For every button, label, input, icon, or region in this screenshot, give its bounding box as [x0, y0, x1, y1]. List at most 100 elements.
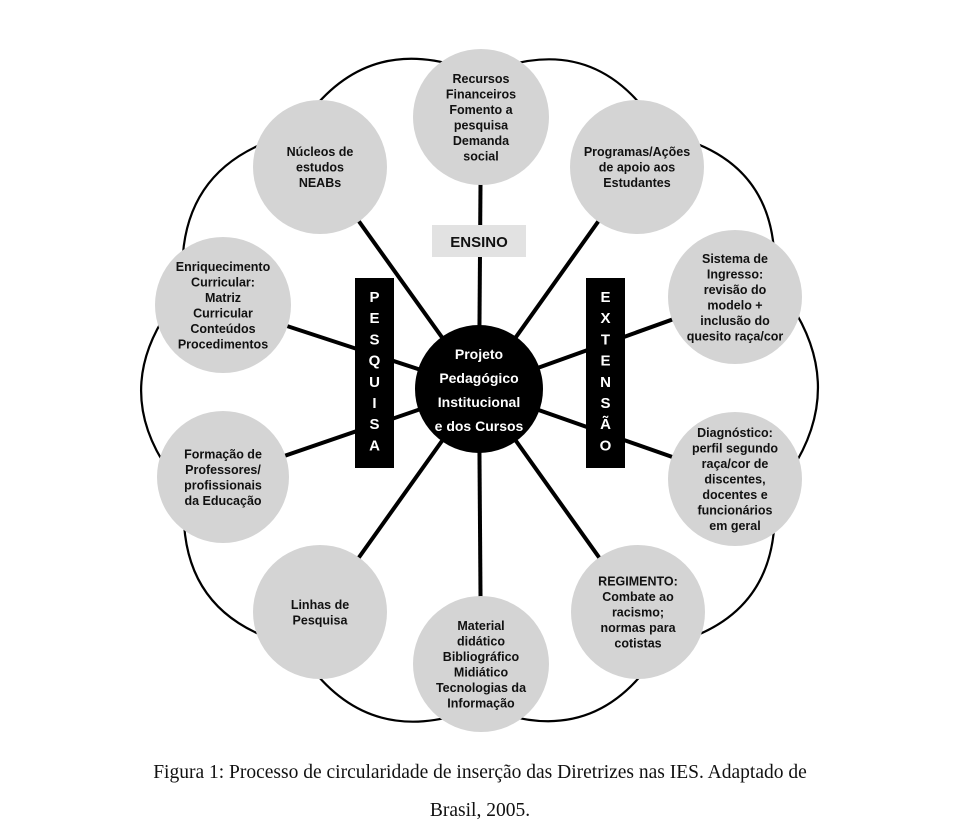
center-line-4: e dos Cursos [435, 418, 524, 434]
cycle-arrow-diagnostico-regimento [683, 515, 780, 642]
node-circle-programas [570, 100, 704, 234]
node-enriquecimento-line-5: Conteúdos [190, 322, 255, 336]
pesquisa-letter-6: I [372, 395, 376, 412]
node-regimento-line-2: Combate ao [602, 590, 674, 604]
ensino-label: ENSINO [432, 225, 526, 257]
extensao-letter-7: Ã [600, 415, 611, 433]
cycle-arrow-recursos-programas [502, 58, 649, 115]
extensao-letter-3: T [601, 331, 610, 348]
pesquisa-letter-7: S [369, 416, 379, 433]
node-recursos-line-4: pesquisa [454, 118, 509, 132]
figure-caption-line-2: Brasil, 2005. [429, 800, 531, 821]
node-material-line-1: Material [457, 619, 504, 633]
node-sistema-line-2: Ingresso: [707, 267, 763, 281]
node-material-line-6: Informação [447, 696, 515, 710]
node-formacao-line-1: Formação de [184, 447, 262, 461]
node-material-line-3: Bibliográfico [443, 650, 520, 664]
node-circle-regimento [571, 545, 705, 679]
cycle-arrow-formacao-enriquecimento [140, 310, 170, 473]
pesquisa-letter-1: P [369, 289, 379, 306]
node-enriquecimento-line-4: Curricular [193, 306, 253, 320]
pesquisa-letter-3: S [369, 331, 379, 348]
extensao-letter-5: N [600, 374, 611, 391]
node-regimento-line-4: normas para [600, 621, 676, 635]
cycle-arrow-linhas-formacao [178, 512, 275, 642]
node-regimento-line-5: cotistas [614, 637, 661, 651]
node-formacao: Formação de Professores/profissionais da E… [157, 411, 289, 543]
cycle-arrow-sistema-diagnostico [789, 302, 820, 474]
node-programas-line-3: Estudantes [603, 176, 670, 190]
node-diagnostico-line-6: funcionários [697, 504, 772, 518]
extensao-bar-bg [586, 278, 625, 468]
node-diagnostico-line-5: docentes e [702, 488, 767, 502]
center-line-3: Institucional [438, 394, 520, 410]
node-recursos-line-3: Fomento a [449, 103, 513, 117]
node-circle-sistema [668, 230, 802, 364]
node-programas-line-2: de apoio aos [599, 161, 675, 175]
cycle-arrow-programas-sistema [682, 136, 780, 261]
cycle-arrow-regimento-material [502, 664, 650, 723]
ensino-label-text: ENSINO [450, 234, 508, 251]
node-diagnostico-line-4: discentes, [704, 473, 765, 487]
node-material-line-2: didático [457, 634, 505, 648]
node-diagnostico-line-7: em geral [709, 519, 760, 533]
node-circle-formacao [157, 411, 289, 543]
node-formacao-line-2: Professores/ [185, 463, 261, 477]
ensino-label-bg [432, 225, 526, 257]
node-linhas-line-2: Pesquisa [293, 613, 349, 627]
node-sistema-line-3: revisão do [704, 283, 767, 297]
pesquisa-bar-bg [355, 278, 394, 468]
center-line-1: Projeto [455, 346, 503, 362]
node-material: MaterialdidáticoBibliográficoMidiáticoTe… [413, 596, 549, 732]
node-regimento: REGIMENTO:Combate ao racismo;normas para c… [571, 545, 705, 679]
node-nucleos-line-2: estudos [296, 161, 344, 175]
node-diagnostico-line-3: raça/cor de [702, 457, 769, 471]
cycle-arrow-material-linhas [308, 664, 460, 723]
node-nucleos-line-3: NEABs [299, 176, 341, 190]
pesquisa-letter-2: E [369, 310, 379, 327]
node-recursos-line-6: social [463, 149, 498, 163]
center-node: Projeto Pedagógico Institucional e dos C… [415, 325, 543, 453]
node-recursos-line-1: Recursos [453, 72, 510, 86]
node-enriquecimento-line-3: Matriz [205, 291, 241, 305]
extensao-letter-1: E [600, 289, 610, 306]
pesquisa-letter-5: U [369, 374, 380, 391]
node-sistema-line-4: modelo + [707, 298, 762, 312]
figure-caption-line-1: Figura 1: Processo de circularidade de i… [153, 762, 807, 783]
node-linhas-line-1: Linhas de [291, 598, 349, 612]
pesquisa-letter-8: A [369, 437, 380, 454]
node-diagnostico-line-1: Diagnóstico: [697, 426, 773, 440]
node-regimento-line-1: REGIMENTO: [598, 575, 678, 589]
node-recursos-line-5: Demanda [453, 134, 510, 148]
node-formacao-line-3: profissionais [184, 478, 262, 492]
node-programas-line-1: Programas/Ações [584, 145, 690, 159]
node-enriquecimento-line-2: Curricular: [191, 275, 255, 289]
node-material-line-5: Tecnologias da [436, 681, 527, 695]
node-formacao-line-4: da Educação [184, 494, 261, 508]
node-circle-diagnostico [668, 412, 802, 546]
node-circle-nucleos [253, 100, 387, 234]
extensao-letter-6: S [600, 395, 610, 412]
cycle-arrow-enriquecimento-nucleos [177, 138, 274, 270]
node-nucleos-line-1: Núcleos de [287, 145, 354, 159]
extensao-letter-2: X [600, 310, 610, 327]
node-enriquecimento-line-6: Procedimentos [178, 337, 268, 351]
node-circle-enriquecimento [155, 237, 291, 373]
node-regimento-line-3: racismo; [612, 606, 664, 620]
node-circle-linhas [253, 545, 387, 679]
cycle-arrow-nucleos-recursos [308, 57, 460, 115]
extensao-letter-4: E [600, 353, 610, 370]
node-recursos-line-2: Financeiros [446, 87, 516, 101]
node-material-line-4: Midiático [454, 665, 509, 679]
node-enriquecimento-line-1: Enriquecimento [176, 260, 271, 274]
